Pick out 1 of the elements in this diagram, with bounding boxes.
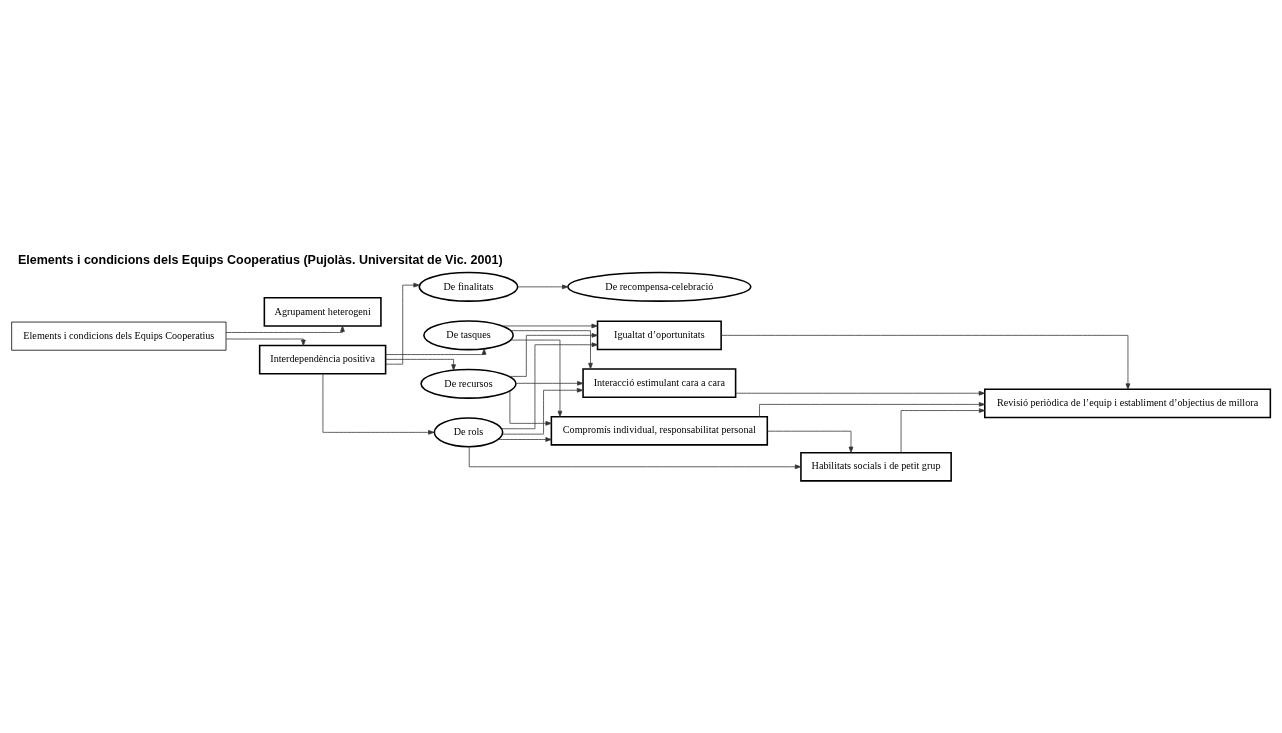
diagram-title: Elements i condicions dels Equips Cooperatius (Pujolàs. Universitat de Vic. 2001) bbox=[17, 253, 503, 268]
